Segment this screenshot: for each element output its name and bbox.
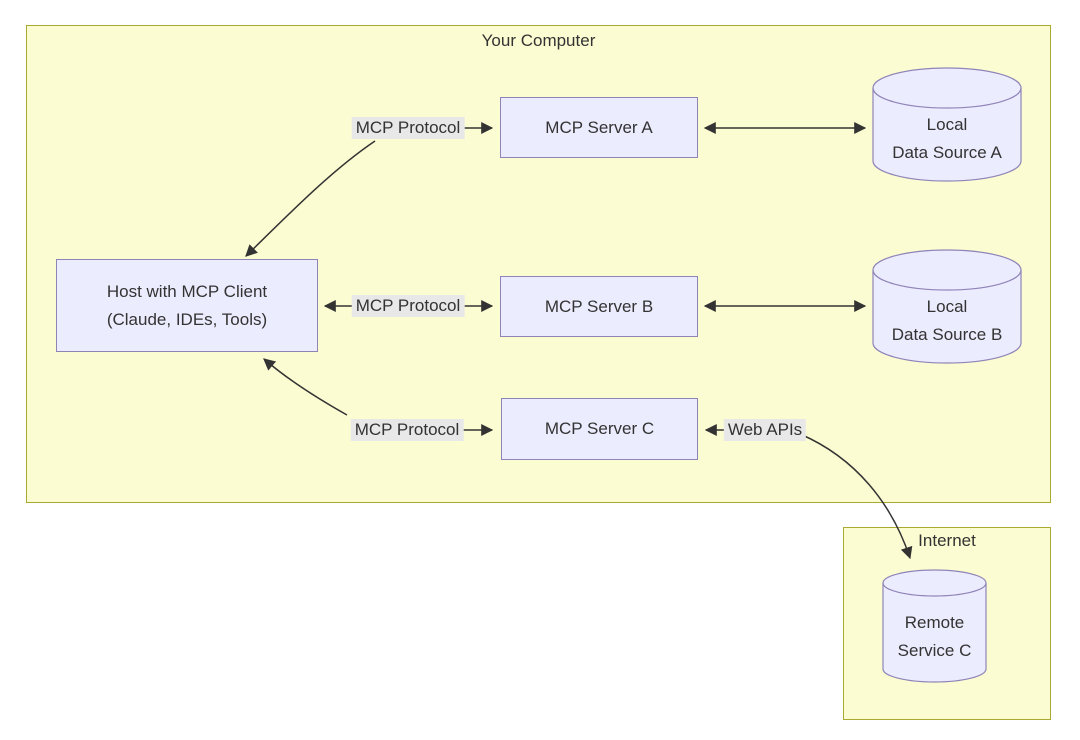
node-local-data-source-b: Local Data Source B: [873, 250, 1021, 363]
node-local-data-source-a: Local Data Source A: [873, 68, 1021, 181]
node-remote-service-c: Remote Service C: [883, 570, 986, 682]
node-label-line: Local: [926, 296, 968, 316]
internet-label: Internet: [918, 531, 976, 550]
node-label-line: Remote: [904, 612, 965, 632]
node-label-line: Data Source B: [891, 324, 1003, 344]
node-mcp-server-a: MCP Server A: [500, 97, 698, 158]
node-label-line: Host with MCP Client: [106, 281, 268, 301]
node-host-with-mcp-client: Host with MCP Client (Claude, IDEs, Tool…: [56, 259, 318, 352]
node-label-line: (Claude, IDEs, Tools): [106, 309, 268, 329]
your-computer-label: Your Computer: [481, 31, 596, 50]
edge-label-mcp-protocol-a: MCP Protocol: [351, 117, 465, 139]
node-label-line: Local: [926, 114, 968, 134]
node-label: MCP Server A: [545, 117, 653, 137]
node-label-line: Data Source A: [892, 142, 1002, 162]
node-label-line: Service C: [897, 640, 972, 660]
node-label: MCP Server C: [544, 419, 655, 438]
node-mcp-server-b: MCP Server B: [500, 276, 698, 337]
node-mcp-server-c: MCP Server C: [501, 398, 698, 460]
edge-label-mcp-protocol-c: MCP Protocol: [350, 419, 464, 441]
node-label: MCP Server B: [544, 296, 654, 316]
edge-label-mcp-protocol-b: MCP Protocol: [351, 295, 465, 317]
edge-label-web-apis: Web APIs: [723, 419, 807, 441]
